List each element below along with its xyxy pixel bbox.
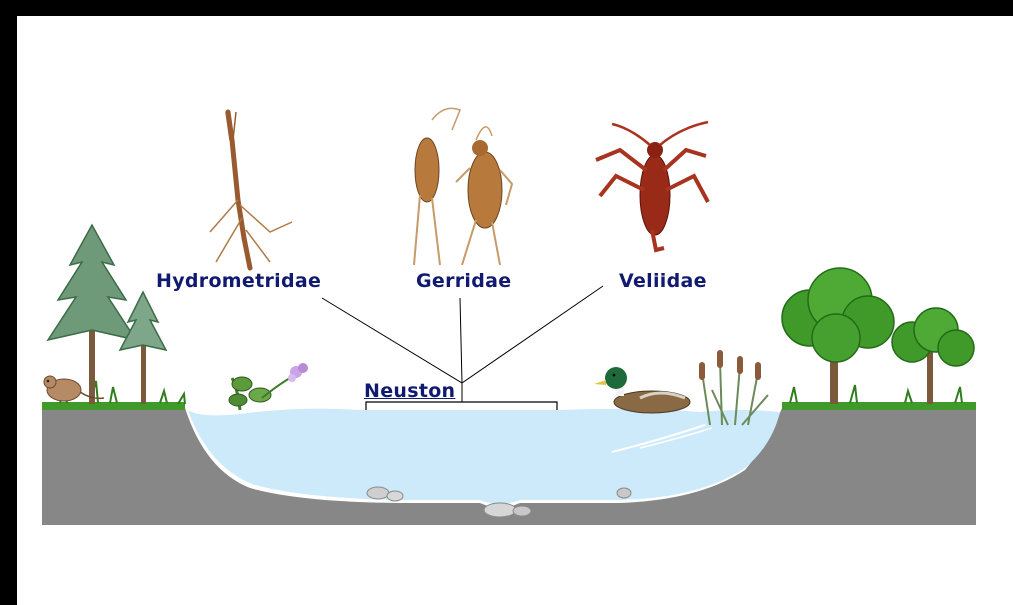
pond-water [188, 409, 780, 504]
label-gerridae: Gerridae [416, 270, 511, 292]
label-neuston: Neuston [364, 380, 455, 402]
label-veliidae: Veliidae [619, 270, 707, 292]
label-hydrometridae: Hydrometridae [156, 270, 321, 292]
